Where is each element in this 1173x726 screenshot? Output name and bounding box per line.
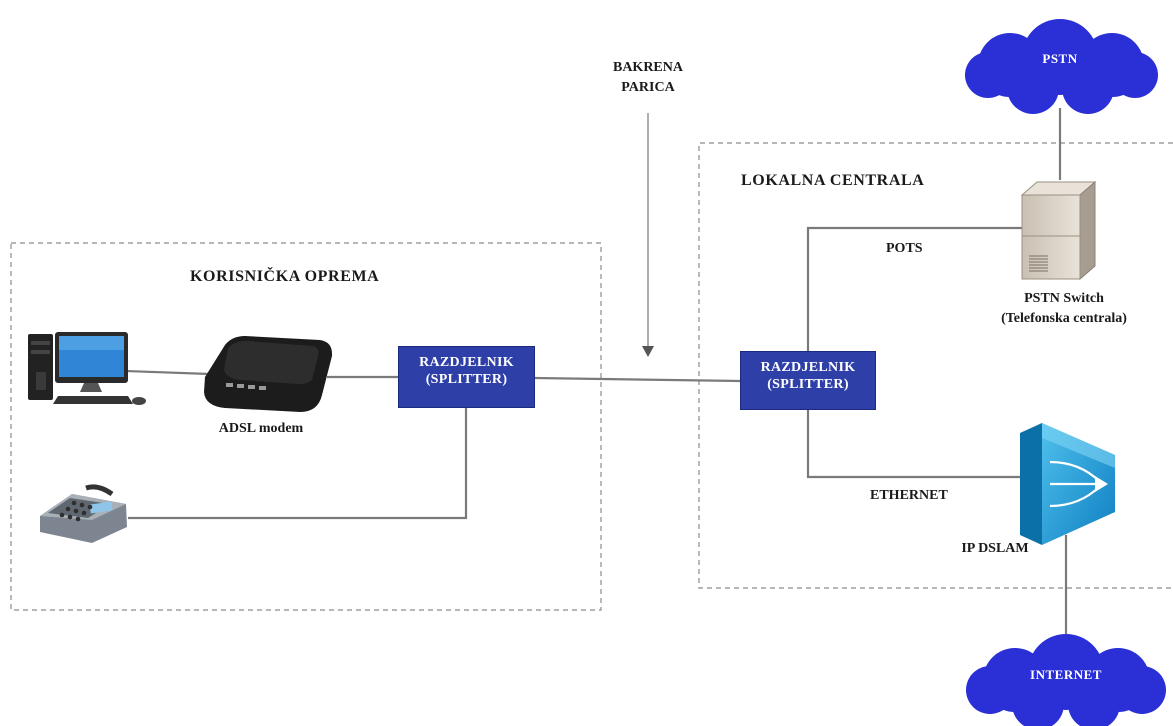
customer-splitter-line1: RAZDJELNIK: [419, 355, 514, 370]
phone-splitter-link: [128, 408, 468, 520]
internet-cloud-label: INTERNET: [1030, 667, 1102, 682]
ip-dslam-label: IP DSLAM: [961, 541, 1029, 556]
copper-pair-arrow: [642, 113, 654, 357]
adsl-modem-label: ADSL modem: [218, 421, 304, 436]
adsl-modem-icon: [204, 336, 333, 412]
customer-zone-border: [10, 242, 602, 611]
exchange-splitter: RAZDJELNIK (SPLITTER): [740, 351, 876, 410]
exchange-splitter-line2: (SPLITTER): [767, 377, 849, 392]
exchange-splitter-line1: RAZDJELNIK: [760, 360, 856, 375]
customer-zone-title: KORISNIČKA OPREMA: [190, 268, 380, 285]
ethernet-link: [806, 410, 1020, 479]
customer-splitter-line2: (SPLITTER): [425, 372, 508, 387]
pstn-switch-line2: (Telefonska centrala): [1001, 311, 1127, 326]
copper-pair-link: [534, 376, 741, 383]
pots-link: [806, 226, 1022, 351]
internet-cloud-icon: [966, 634, 1166, 726]
exchange-zone-border: [698, 142, 1173, 589]
ip-dslam-icon: [1020, 423, 1115, 545]
pstn-switch-label: PSTN Switch (Telefonska centrala): [978, 289, 1150, 329]
copper-pair-line2: PARICA: [621, 80, 675, 95]
copper-pair-line1: BAKRENA: [612, 60, 683, 75]
desktop-computer-icon: [28, 332, 146, 405]
pc-modem-link: [124, 369, 211, 376]
exchange-zone-title: LOKALNA CENTRALA: [741, 172, 925, 189]
customer-splitter: RAZDJELNIK (SPLITTER): [398, 346, 535, 408]
telephone-icon: [40, 484, 127, 543]
pots-link-label: POTS: [886, 241, 923, 256]
pstn-cloud-icon: [965, 19, 1158, 114]
pstn-switch-icon: [1020, 180, 1097, 281]
copper-pair-label: BAKRENA PARICA: [583, 58, 713, 98]
pstn-cloud-label: PSTN: [1042, 51, 1078, 66]
ethernet-link-label: ETHERNET: [870, 488, 948, 503]
pstn-switch-line1: PSTN Switch: [1024, 291, 1104, 306]
